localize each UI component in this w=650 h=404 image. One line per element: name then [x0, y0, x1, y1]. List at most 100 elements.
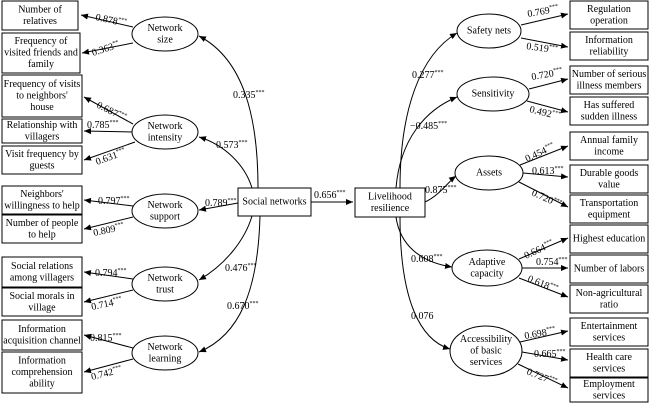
- left-indicator-8-frame: [1, 256, 83, 288]
- coef-social-support: 0.789***: [205, 198, 237, 209]
- coef-social-size: 0.335***: [233, 90, 265, 101]
- livelihood-resilience-node-line: resilience: [371, 203, 410, 214]
- left-indicator-3-line: Frequency of visits: [4, 79, 81, 90]
- coef-adaptive-labors: 0.754***: [536, 257, 568, 268]
- right-indicator-11-frame: [569, 317, 649, 347]
- right-indicator-2-frame: [569, 31, 649, 61]
- right-indicator-8-frame: [569, 224, 649, 254]
- left-indicator-9-frame: [1, 287, 83, 317]
- right-indicator-10-line: Non-agricultural: [576, 288, 643, 299]
- factor-network-trust-line: Network: [148, 273, 183, 284]
- arrow-social-to-learning: [198, 215, 261, 353]
- coef-assets-transportation: 0.720***: [530, 188, 563, 211]
- right-indicator-1-line: operation: [590, 15, 628, 26]
- coef-social-trust: 0.476***: [225, 263, 257, 274]
- left-indicator-8-line: Social relations: [11, 261, 73, 272]
- arrow-assets-to-transportation: [518, 181, 569, 208]
- factor-safety-nets-outline: [456, 13, 522, 49]
- left-indicator-8-line: among villagers: [10, 272, 74, 283]
- left-indicator-3-line: house: [30, 102, 54, 113]
- factor-accessibility-of-basic-services-line: Accessibility: [460, 334, 512, 345]
- factor-network-learning-line: learning: [149, 353, 182, 364]
- factor-sensitivity-outline: [456, 76, 530, 112]
- arrow-accessibility-to-employment: [517, 363, 569, 389]
- factor-assets-line: Assets: [476, 168, 502, 179]
- right-indicator-2-line: Information: [585, 35, 633, 46]
- factor-safety-nets-line: Safety nets: [467, 26, 511, 37]
- right-indicator-11-line: services: [593, 332, 625, 343]
- right-indicator-3-frame: [569, 65, 649, 95]
- left-indicator-2-line: visited friends and: [4, 48, 78, 59]
- arrow-sensitivity-to-illness-members: [528, 77, 569, 90]
- left-indicator-6-line: willingness to help: [4, 200, 80, 211]
- coef-resilience-sensitivity: −0.485***: [410, 121, 447, 132]
- coef-resilience-accessibility: 0.076: [411, 311, 434, 322]
- left-indicator-10-frame: [1, 319, 83, 351]
- coef-resilience-safety: 0.277***: [412, 70, 444, 81]
- arrow-adaptive-to-education: [518, 237, 569, 260]
- factor-accessibility-of-basic-services-line: services: [470, 357, 502, 368]
- arrow-support-to-willingness: [83, 197, 134, 207]
- arrow-trust-to-relations: [83, 270, 134, 280]
- left-indicator-11-line: comprehension: [11, 367, 72, 378]
- arrow-social-to-intensity: [198, 136, 253, 189]
- arrow-resilience-to-sensitivity: [395, 96, 458, 189]
- right-indicator-12-line: services: [593, 363, 625, 374]
- arrow-social-to-size: [198, 35, 259, 189]
- coef-social-intensity: 0.573***: [216, 140, 248, 151]
- factor-network-intensity-outline: [131, 114, 199, 150]
- left-indicator-6-frame: [1, 185, 83, 215]
- left-indicator-7-line: Number of people: [6, 218, 79, 229]
- left-indicator-9-line: village: [28, 302, 56, 313]
- coef-social-learning: 0.670***: [227, 301, 259, 312]
- left-indicator-4-frame: [1, 118, 83, 144]
- right-indicator-7-line: equipment: [588, 209, 630, 220]
- left-indicator-1-line: Number of: [18, 4, 62, 15]
- left-indicator-7-line: to help: [28, 229, 56, 240]
- coef-safety-regulation: 0.769***: [527, 4, 560, 20]
- factor-network-trust-outline: [131, 266, 199, 302]
- coef-resilience-assets: 0.875***: [425, 185, 457, 196]
- arrow-adaptive-to-nonagricultural: [518, 277, 569, 298]
- arrow-resilience-to-assets: [424, 175, 457, 203]
- coef-intensity-relationship: 0.785***: [87, 120, 119, 131]
- factor-accessibility-of-basic-services-line: of basic: [470, 346, 502, 357]
- right-indicator-12-frame: [569, 348, 649, 378]
- left-indicator-6-line: Neighbors': [20, 189, 64, 200]
- arrow-trust-to-morals: [83, 289, 134, 304]
- arrow-accessibility-to-entertainment: [519, 329, 569, 343]
- factor-adaptive-capacity-line: Adaptive: [469, 257, 506, 268]
- right-indicator-9: Number of labors: [569, 254, 649, 284]
- factor-sensitivity-line: Sensitivity: [472, 89, 515, 100]
- right-indicator-13-line: services: [593, 390, 625, 401]
- arrow-resilience-to-accessibility: [399, 216, 451, 350]
- factor-network-trust-line: trust: [156, 284, 174, 295]
- factor-network-learning-outline: [131, 335, 199, 371]
- factor-adaptive-capacity-line: capacity: [470, 268, 503, 279]
- left-indicator-1-line: relatives: [23, 16, 57, 27]
- right-indicator-5-frame: [569, 131, 649, 161]
- right-indicator-7-line: Transportation: [580, 198, 639, 209]
- arrow-resilience-to-adaptive: [395, 216, 453, 269]
- right-indicator-4-line: Has suffered: [584, 100, 635, 111]
- right-indicator-1-frame: [569, 0, 649, 30]
- right-indicator-13-line: Employment: [583, 379, 635, 390]
- arrow-accessibility-to-health: [521, 351, 569, 362]
- arrow-social-to-support: [198, 202, 239, 212]
- right-indicator-3-line: Number of serious: [572, 69, 647, 80]
- factor-network-size-line: size: [157, 34, 173, 45]
